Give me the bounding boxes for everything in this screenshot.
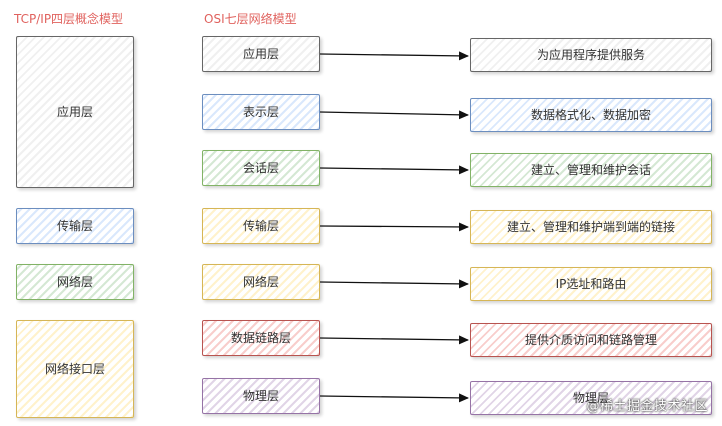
desc-transport: 建立、管理和维护端到端的链接 (470, 210, 712, 244)
tcpip-model-title: TCP/IP四层概念模型 (14, 12, 124, 26)
tcpip-application-layer-label: 应用层 (56, 105, 93, 119)
osi-session-layer: 会话层 (202, 150, 320, 186)
arrow-data-link (319, 335, 469, 345)
osi-physical-layer: 物理层 (202, 378, 320, 414)
osi-transport-layer: 传输层 (202, 208, 320, 244)
osi-network-layer: 网络层 (202, 264, 320, 300)
desc-physical: 物理层 (470, 381, 712, 415)
osi-network-layer-label: 网络层 (242, 275, 279, 289)
desc-network-text: IP选址和路由 (555, 277, 627, 291)
tcpip-transport-layer: 传输层 (16, 208, 134, 244)
desc-physical-text: 物理层 (572, 391, 609, 405)
arrow-physical (319, 393, 469, 403)
desc-session: 建立、管理和维护会话 (470, 153, 712, 187)
osi-physical-layer-label: 物理层 (242, 389, 279, 403)
desc-presentation: 数据格式化、数据加密 (470, 98, 712, 132)
osi-application-layer: 应用层 (202, 36, 320, 72)
arrow-presentation (319, 110, 469, 120)
desc-transport-text: 建立、管理和维护端到端的链接 (506, 220, 675, 234)
tcpip-network-layer: 网络层 (16, 264, 134, 300)
arrow-network (319, 279, 469, 289)
osi-data-link-layer: 数据链路层 (202, 320, 320, 356)
desc-network: IP选址和路由 (470, 267, 712, 301)
arrow-application (319, 51, 469, 61)
osi-session-layer-label: 会话层 (242, 161, 279, 175)
osi-data-link-layer-label: 数据链路层 (230, 331, 291, 345)
osi-application-layer-label: 应用层 (242, 47, 279, 61)
tcpip-application-layer: 应用层 (16, 36, 134, 188)
watermark: @稀土掘金技术社区 (586, 399, 708, 414)
osi-presentation-layer-label: 表示层 (242, 105, 279, 119)
arrow-session (319, 165, 469, 175)
desc-application-text: 为应用程序提供服务 (536, 48, 645, 62)
arrow-transport (319, 222, 469, 232)
desc-session-text: 建立、管理和维护会话 (530, 163, 651, 177)
desc-data-link: 提供介质访问和链路管理 (470, 323, 712, 357)
osi-model-title: OSI七层网络模型 (204, 12, 297, 26)
tcpip-network-interface-layer-label: 网络接口层 (44, 362, 105, 376)
desc-data-link-text: 提供介质访问和链路管理 (524, 333, 657, 347)
desc-application: 为应用程序提供服务 (470, 38, 712, 72)
tcpip-network-layer-label: 网络层 (56, 275, 93, 289)
tcpip-network-interface-layer: 网络接口层 (16, 320, 134, 418)
osi-presentation-layer: 表示层 (202, 94, 320, 130)
osi-transport-layer-label: 传输层 (242, 219, 279, 233)
tcpip-transport-layer-label: 传输层 (56, 219, 93, 233)
desc-presentation-text: 数据格式化、数据加密 (530, 108, 651, 122)
